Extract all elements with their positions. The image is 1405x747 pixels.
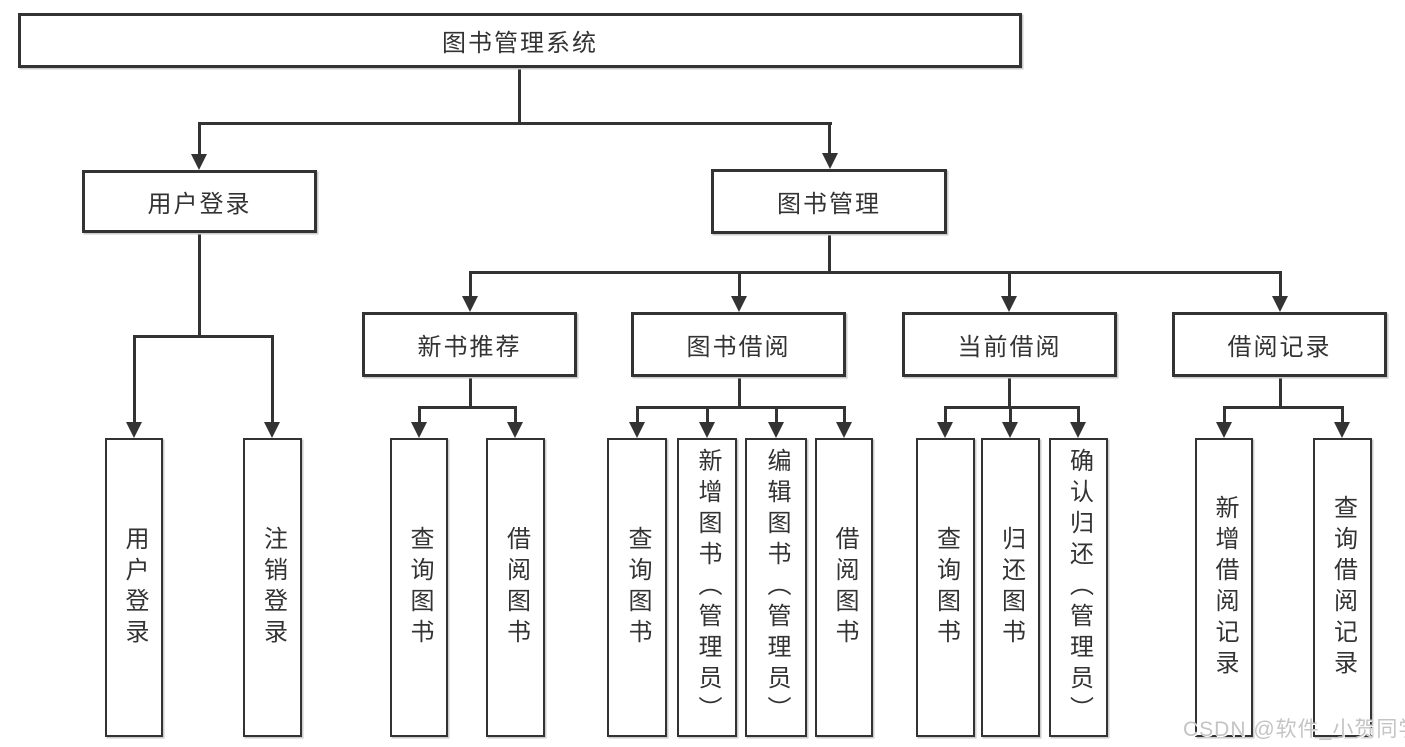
connector-line xyxy=(418,406,517,409)
arrow-head-icon xyxy=(1002,422,1018,438)
node-label: 编辑图书（管理员） xyxy=(763,448,790,727)
connector-line xyxy=(133,335,274,338)
node-label: 借阅记录 xyxy=(1227,334,1332,361)
node-label: 新增图书（管理员） xyxy=(694,448,721,727)
connector-line xyxy=(514,406,517,422)
arrow-head-icon xyxy=(191,154,207,170)
arrow-head-icon xyxy=(699,422,715,438)
connector-line xyxy=(738,377,741,406)
connector-line xyxy=(469,271,1281,274)
arrow-head-icon xyxy=(1272,296,1288,312)
node-label: 借阅图书 xyxy=(831,525,858,650)
node-label: 查询图书 xyxy=(932,525,960,650)
node-borrowing-records: 借阅记录 xyxy=(1172,312,1387,377)
connector-line xyxy=(1223,406,1226,422)
connector-line xyxy=(944,406,1080,409)
node-label: 图书管理系统 xyxy=(442,30,598,57)
node-label: 确认归还（管理员） xyxy=(1065,448,1093,727)
node-logout: 注销登录 xyxy=(243,438,302,737)
arrow-head-icon xyxy=(768,422,784,438)
node-label: 查询图书 xyxy=(624,525,651,650)
node-label: 用户登录 xyxy=(147,191,252,218)
arrow-head-icon xyxy=(126,422,142,438)
node-label: 查询借阅记录 xyxy=(1329,494,1357,681)
connector-line xyxy=(469,377,472,406)
node-book-borrowing: 图书借阅 xyxy=(631,312,846,377)
connector-line xyxy=(775,406,778,422)
node-query-borrow-record: 查询借阅记录 xyxy=(1313,438,1372,737)
node-new-book-recommend: 新书推荐 xyxy=(362,312,577,377)
arrow-head-icon xyxy=(411,422,427,438)
arrow-head-icon xyxy=(1070,422,1086,438)
arrow-head-icon xyxy=(822,153,838,169)
node-label: 归还图书 xyxy=(997,525,1025,650)
connector-line xyxy=(1008,271,1011,296)
node-label: 借阅图书 xyxy=(502,525,530,650)
connector-line xyxy=(843,406,846,422)
connector-line xyxy=(1077,406,1080,422)
node-label: 当前借阅 xyxy=(957,334,1062,361)
connector-line xyxy=(1341,406,1344,422)
node-query-books-borrowing: 查询图书 xyxy=(607,438,667,737)
node-label: 图书借阅 xyxy=(686,334,791,361)
arrow-head-icon xyxy=(1001,296,1017,312)
node-edit-books-admin: 编辑图书（管理员） xyxy=(745,438,807,737)
node-label: 图书管理 xyxy=(777,191,881,218)
node-library-system: 图书管理系统 xyxy=(18,13,1022,68)
connector-line xyxy=(271,335,274,422)
arrow-head-icon xyxy=(731,296,747,312)
connector-line xyxy=(133,335,136,422)
connector-line xyxy=(636,406,845,409)
connector-line xyxy=(636,406,639,422)
node-label: 注销登录 xyxy=(259,525,287,650)
node-query-books-recommend: 查询图书 xyxy=(390,438,448,737)
connector-line xyxy=(706,406,709,422)
arrow-head-icon xyxy=(629,422,645,438)
csdn-watermark: CSDN @软件_小贺同学 xyxy=(1183,718,1405,741)
node-add-borrow-record: 新增借阅记录 xyxy=(1195,438,1253,737)
node-label: 用户登录 xyxy=(121,525,148,650)
connector-line xyxy=(738,271,741,296)
connector-line xyxy=(1279,271,1282,296)
connector-line xyxy=(828,234,831,271)
node-user-login-group: 用户登录 xyxy=(82,170,317,233)
arrow-head-icon xyxy=(1334,422,1350,438)
connector-line xyxy=(418,406,421,422)
connector-line xyxy=(1223,406,1344,409)
node-current-borrowing: 当前借阅 xyxy=(902,312,1117,377)
node-label: 新增借阅记录 xyxy=(1211,494,1238,681)
arrow-head-icon xyxy=(937,422,953,438)
connector-line xyxy=(828,122,831,153)
connector-line xyxy=(198,122,832,125)
node-user-login: 用户登录 xyxy=(105,438,163,737)
node-add-books-admin: 新增图书（管理员） xyxy=(677,438,737,737)
node-query-books-current: 查询图书 xyxy=(916,438,975,737)
arrow-head-icon xyxy=(264,422,280,438)
arrow-head-icon xyxy=(1216,422,1232,438)
connector-line xyxy=(518,68,521,122)
node-label: 查询图书 xyxy=(406,525,433,650)
node-confirm-return-admin: 确认归还（管理员） xyxy=(1049,438,1108,737)
arrow-head-icon xyxy=(462,296,478,312)
connector-line xyxy=(1279,377,1282,406)
connector-line xyxy=(944,406,947,422)
connector-line xyxy=(198,122,201,154)
node-return-books: 归还图书 xyxy=(981,438,1040,737)
node-borrow-books-recommend: 借阅图书 xyxy=(486,438,545,737)
arrow-head-icon xyxy=(836,422,852,438)
connector-line xyxy=(198,233,201,335)
arrow-head-icon xyxy=(507,422,523,438)
connector-line xyxy=(1009,406,1012,422)
connector-line xyxy=(469,271,472,296)
node-book-management: 图书管理 xyxy=(711,169,947,234)
connector-line xyxy=(1008,377,1011,406)
node-borrow-books: 借阅图书 xyxy=(815,438,873,737)
node-label: 新书推荐 xyxy=(417,334,522,361)
